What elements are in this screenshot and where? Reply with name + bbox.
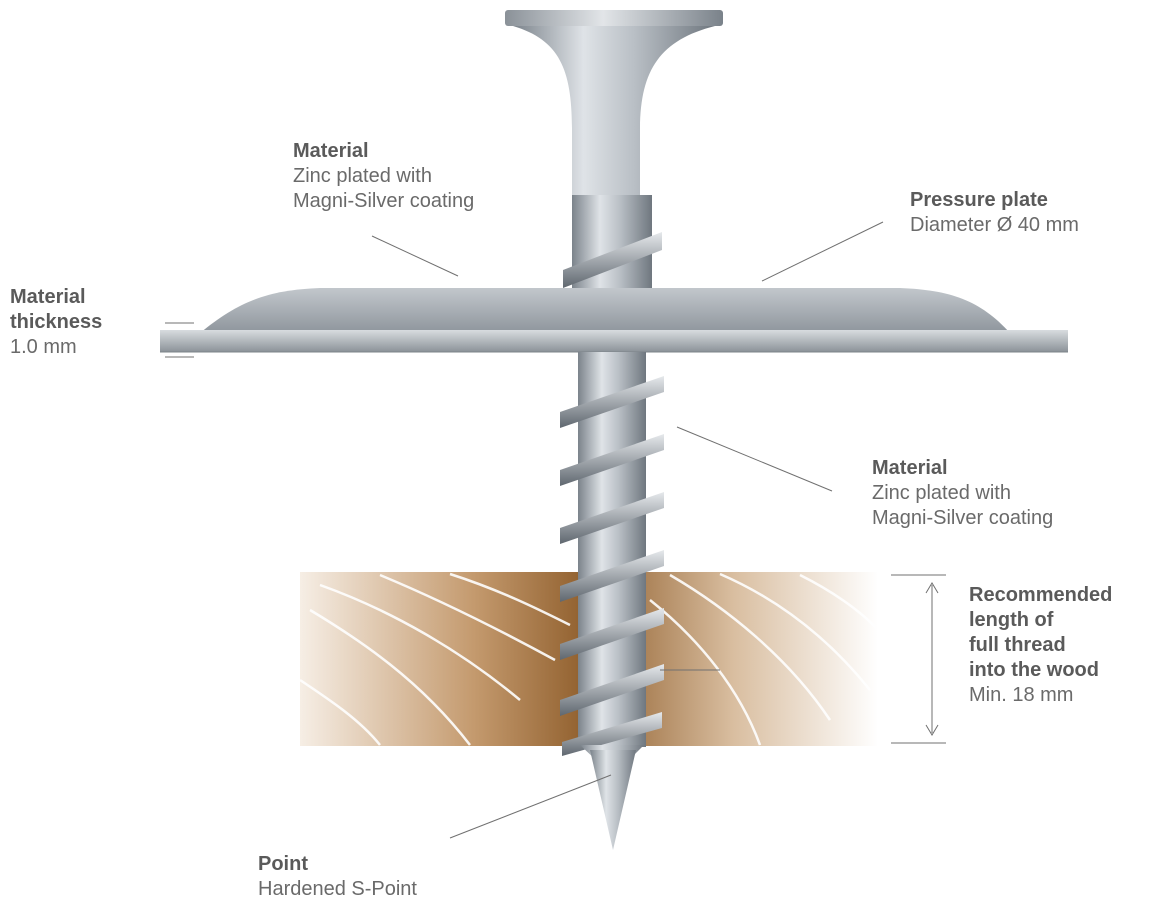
callout-text: Magni-Silver coating [293,189,474,214]
screw-point [590,750,636,850]
callout-thread-length: Recommended length of full thread into t… [969,583,1112,708]
callout-text: Min. 18 mm [969,683,1112,708]
callout-title: into the wood [969,658,1112,683]
callout-title: thickness [10,310,102,335]
callout-text: 1.0 mm [10,335,102,360]
screw-head [505,10,723,200]
callout-text: Zinc plated with [293,164,474,189]
callout-title: Point [258,852,417,877]
callout-point: Point Hardened S-Point [258,852,417,902]
callout-material-top: Material Zinc plated with Magni-Silver c… [293,139,474,214]
callout-title: Material [293,139,474,164]
callout-title: Material [10,285,102,310]
callout-title: full thread [969,633,1112,658]
pressure-plate [160,288,1068,352]
callout-text: Zinc plated with [872,481,1053,506]
callout-title: Recommended [969,583,1112,608]
callout-title: length of [969,608,1112,633]
callout-pressure-plate: Pressure plate Diameter Ø 40 mm [910,188,1079,238]
callout-material-right: Material Zinc plated with Magni-Silver c… [872,456,1053,531]
callout-material-thickness: Material thickness 1.0 mm [10,285,102,360]
callout-text: Diameter Ø 40 mm [910,213,1079,238]
callout-text: Hardened S-Point [258,877,417,902]
callout-text: Magni-Silver coating [872,506,1053,531]
callout-title: Material [872,456,1053,481]
callout-title: Pressure plate [910,188,1079,213]
